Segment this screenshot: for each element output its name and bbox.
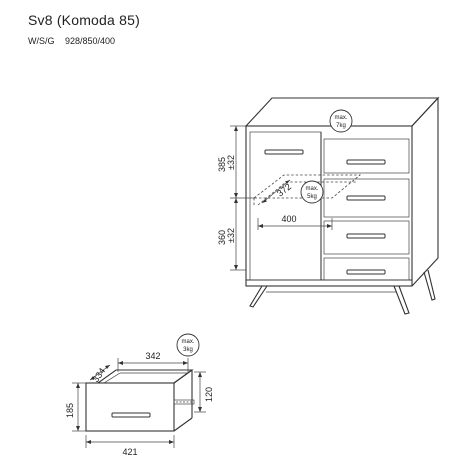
- drawer-front: [85, 382, 175, 432]
- product-title: Sv8 (Komoda 85): [28, 12, 140, 28]
- drawer-1: [323, 138, 410, 174]
- svg-text:421: 421: [122, 447, 137, 457]
- svg-text:3kg: 3kg: [183, 347, 193, 353]
- drawer-front-height-dimension: 185: [65, 382, 86, 432]
- drawer-3: [323, 220, 410, 255]
- height-dimensions: 385 ±32 360 ±32: [217, 125, 254, 271]
- drawer-box-top: [97, 369, 194, 384]
- svg-text:120: 120: [204, 387, 214, 402]
- dimensions-value: 928/850/400: [65, 36, 116, 46]
- shelf-width-dimension: 400: [257, 214, 333, 230]
- shelf-load-badge: max. 5kg: [300, 180, 324, 204]
- drawer-runner: [173, 399, 195, 405]
- cabinet-drawing: [244, 96, 440, 315]
- door-handle: [264, 149, 304, 155]
- shelf-depth-dimension: 372: [261, 179, 293, 204]
- leg-front-right: [393, 285, 410, 315]
- drawer-inner-width-dimension: 342: [117, 351, 189, 372]
- drawer-handle-3: [346, 233, 386, 239]
- drawer-drawing: [85, 369, 195, 432]
- drawer-inner-height-dimension: 120: [194, 371, 214, 413]
- svg-text:max.: max.: [334, 115, 347, 121]
- svg-text:5kg: 5kg: [307, 194, 317, 200]
- cabinet-side: [411, 96, 439, 287]
- svg-text:7kg: 7kg: [336, 123, 346, 129]
- svg-text:400: 400: [281, 214, 296, 224]
- drawer-outer-width-dimension: 421: [85, 435, 175, 457]
- svg-text:max.: max.: [305, 186, 318, 192]
- drawer-load-badge: max. 3kg: [176, 333, 200, 357]
- product-dimensions: W/S/G 928/850/400: [28, 36, 123, 46]
- svg-text:385: 385: [217, 157, 227, 172]
- drawer-front-handle: [111, 412, 151, 418]
- svg-text:max.: max.: [181, 339, 194, 345]
- svg-text:±32: ±32: [226, 228, 236, 243]
- svg-text:360: 360: [217, 230, 227, 245]
- cabinet-front: [245, 125, 413, 287]
- door: [249, 131, 322, 281]
- leg-front-left: [249, 285, 268, 308]
- svg-text:372: 372: [275, 181, 293, 198]
- drawer-handle-2: [346, 195, 386, 201]
- dimensions-label: W/S/G: [28, 36, 55, 46]
- drawer-handle-4: [346, 269, 386, 275]
- drawer-handle-1: [346, 159, 386, 165]
- drawer-4: [323, 257, 410, 281]
- leg-back-right: [423, 269, 436, 301]
- svg-text:±32: ±32: [226, 155, 236, 170]
- top-load-badge: max. 7kg: [329, 109, 353, 133]
- svg-text:342: 342: [145, 351, 160, 361]
- svg-text:185: 185: [65, 403, 75, 418]
